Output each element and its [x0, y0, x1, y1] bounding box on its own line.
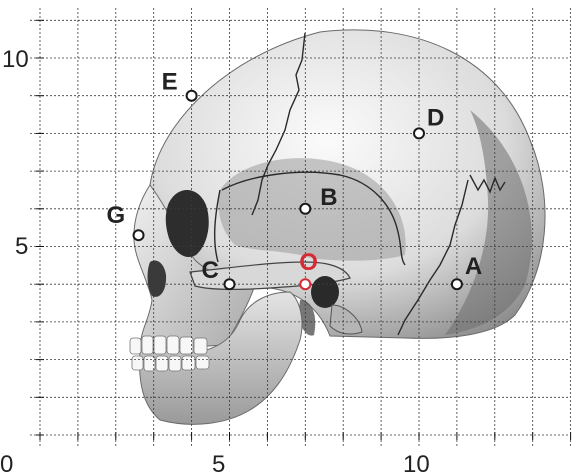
point-label-e: E	[162, 69, 178, 96]
point-marker-b	[300, 204, 310, 214]
x-tick-label-5: 5	[212, 451, 225, 475]
point-label-g: G	[107, 202, 126, 229]
x-tick-label-10: 10	[403, 451, 430, 475]
skull-illustration	[130, 30, 545, 424]
y-tick-label-10: 10	[2, 46, 29, 73]
point-label-c: C	[202, 257, 219, 284]
point-label-a: A	[465, 253, 482, 280]
point-marker-d	[414, 128, 424, 138]
point-marker-c	[225, 279, 235, 289]
x-tick-label-0: 0	[0, 451, 13, 475]
point-label-d: D	[427, 104, 444, 131]
point-marker-e	[187, 91, 197, 101]
point-marker-g	[134, 230, 144, 240]
point-label-o: O	[299, 249, 318, 276]
y-tick-label-5: 5	[15, 233, 28, 260]
point-marker-o	[300, 279, 310, 289]
point-marker-a	[452, 279, 462, 289]
ear-opening	[311, 276, 339, 308]
y-axis-labels: 5 10	[2, 46, 29, 260]
x-axis-labels: 0 5 10	[0, 451, 430, 475]
point-label-b: B	[320, 184, 337, 211]
